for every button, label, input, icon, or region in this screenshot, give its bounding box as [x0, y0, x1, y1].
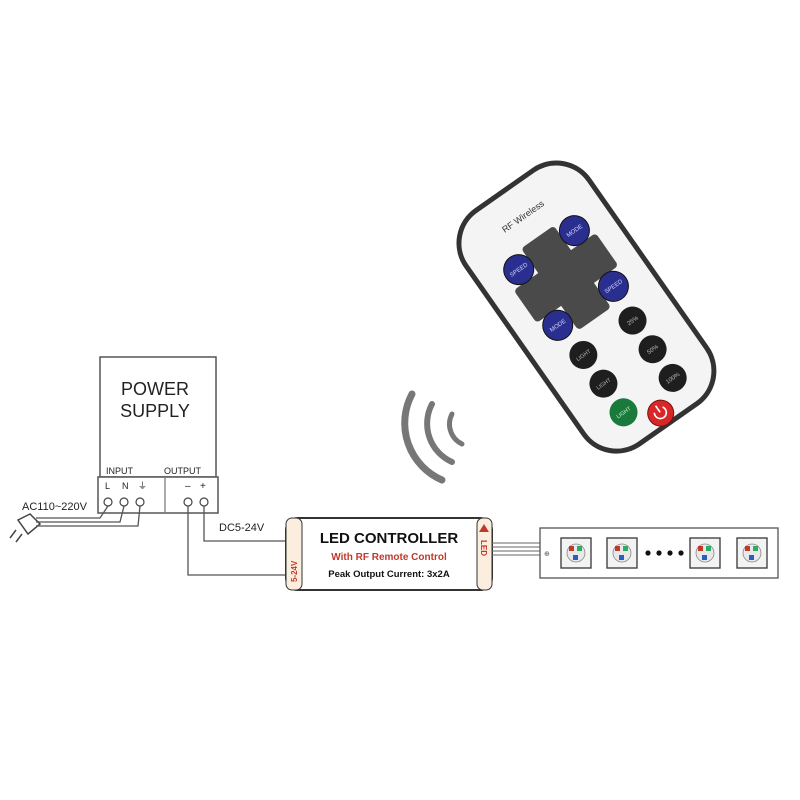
terminal-l-label: L: [105, 481, 110, 491]
controller-subtitle: With RF Remote Control: [331, 552, 447, 563]
terminal-l-screw: [103, 497, 113, 507]
keypad: LIGHT 25% LIGHT 50% LIGHT 100%: [564, 301, 692, 432]
rf-signal-waves-icon: [401, 390, 465, 484]
input-label: INPUT: [106, 466, 134, 476]
warning-icon: [479, 524, 489, 532]
terminal-minus-label: –: [185, 481, 191, 492]
button-100[interactable]: [653, 358, 692, 397]
terminal-minus-screw: [183, 497, 193, 507]
output-label: OUTPUT: [164, 466, 202, 476]
dpad: SPEED MODE MODE SPEED: [498, 210, 635, 346]
speed-plus-button[interactable]: [498, 249, 540, 291]
led-tag: LED: [479, 540, 488, 556]
controller-left-strip: [285, 517, 303, 591]
led-chip: [689, 537, 721, 569]
light-plus-button[interactable]: [564, 335, 603, 374]
rf-remote: RF Wireless SPEED MODE MODE SPEED LIGHT …: [456, 160, 717, 454]
mode-minus-button[interactable]: [537, 304, 579, 346]
strip-marking: ⊕: [544, 551, 550, 558]
ac-plug: [9, 513, 42, 543]
controller-title: LED CONTROLLER: [320, 530, 458, 547]
power-supply: POWER SUPPLY INPUT OUTPUT L N ⏚ – +: [97, 356, 219, 514]
power-supply-title-line1: POWER: [121, 379, 189, 399]
ac-input-label: AC110~220V: [22, 501, 88, 513]
terminal-n-screw: [119, 497, 129, 507]
power-button[interactable]: [643, 395, 679, 431]
button-50[interactable]: [633, 330, 672, 369]
led-wires: [492, 542, 540, 556]
speed-minus-button[interactable]: [593, 265, 635, 307]
power-supply-body: [99, 356, 217, 478]
controller-peak-output: Peak Output Current: 3x2A: [328, 569, 450, 580]
led-chip: [736, 537, 768, 569]
power-icon: [653, 405, 668, 420]
terminal-block: [97, 476, 219, 514]
dc-wires: [187, 506, 290, 576]
controller-right-strip: [476, 517, 493, 591]
ground-icon: ⏚: [138, 481, 147, 491]
terminal-n-label: N: [122, 481, 129, 491]
terminal-plus-screw: [199, 497, 209, 507]
terminal-ground-screw: [135, 497, 145, 507]
led-chip: [606, 537, 638, 569]
ac-wires: [36, 505, 141, 527]
led-strip: ⊕: [539, 527, 779, 579]
terminal-plus-label: +: [200, 481, 206, 492]
led-controller: 5-24V LED LED CONTROLLER With RF Remote …: [285, 517, 493, 591]
led-chip: [560, 537, 592, 569]
dc-label: DC5-24V: [219, 522, 265, 534]
button-25[interactable]: [613, 301, 652, 340]
mode-plus-button[interactable]: [554, 210, 596, 252]
power-supply-title-line2: SUPPLY: [120, 401, 190, 421]
light-green-button[interactable]: [604, 393, 643, 432]
ellipsis-dots: [645, 550, 684, 556]
light-minus-button[interactable]: [584, 364, 623, 403]
voltage-tag: 5-24V: [290, 560, 299, 582]
